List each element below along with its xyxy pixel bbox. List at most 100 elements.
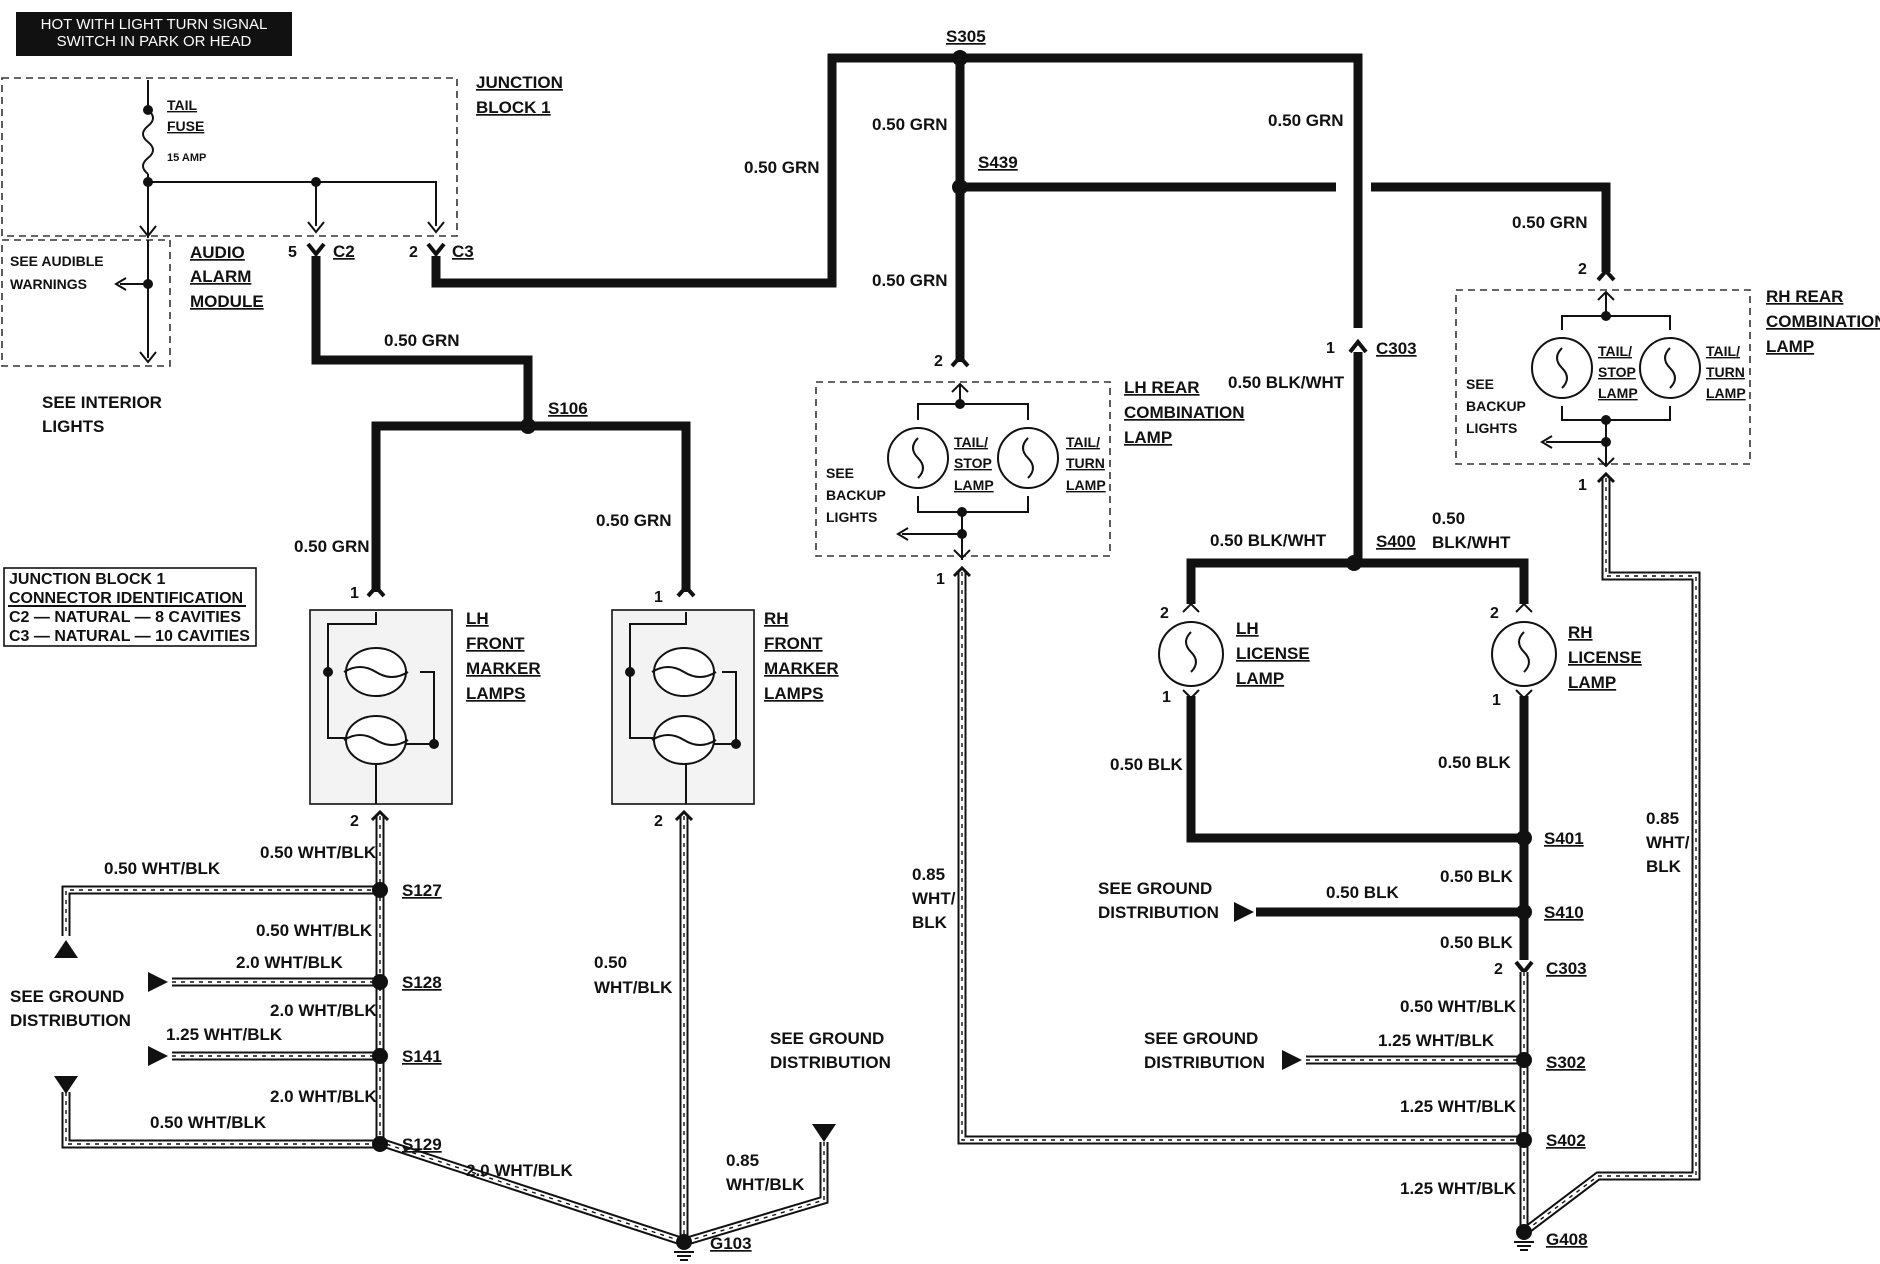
- rh-rear-stop-label-3: LAMP: [1598, 385, 1638, 401]
- lh-rear-pin-1: 1: [936, 571, 945, 588]
- fuse-label-1: TAIL: [167, 97, 198, 113]
- wire-label-lh-rear-085: 0.85: [912, 865, 945, 884]
- c3-pin: 2: [409, 244, 418, 261]
- rh-rear-backup-label-2: BACKUP: [1466, 398, 1526, 414]
- wire-label-lh-license-blk: 0.50 BLK: [1110, 755, 1183, 774]
- s402-label: S402: [1546, 1131, 1586, 1150]
- audio-alarm-label-2: ALARM: [190, 267, 251, 286]
- rh-license-label-3: LAMP: [1568, 673, 1616, 692]
- lh-license-filament: [1185, 631, 1197, 673]
- audible-label-2: WARNINGS: [10, 276, 87, 292]
- arrow-c3: [427, 221, 445, 234]
- rh-rear-backup-arrow: [1540, 435, 1553, 449]
- c3-label: C3: [452, 242, 474, 261]
- wire-label-s129-ground-whtblk: 2.0 WHT/BLK: [466, 1161, 573, 1180]
- lh-front-label-4: LAMPS: [466, 684, 526, 703]
- rh-rear-turn-label-1: TAIL/: [1706, 343, 1740, 359]
- rh-front-ground: [679, 816, 836, 1247]
- wire-label-lh-rear-wht: WHT/: [912, 889, 956, 908]
- wire-label-lh-rear-grn: 0.50 GRN: [872, 271, 948, 290]
- branch-wires: [61, 885, 380, 1149]
- s400-label: S400: [1376, 532, 1416, 551]
- s141-node: [372, 1048, 388, 1064]
- bus-node: [311, 177, 321, 187]
- grn-circuit: [311, 50, 1616, 598]
- ground-distribution-refs: SEE GROUND DISTRIBUTION SEE GROUND DISTR…: [10, 879, 1265, 1072]
- s129-label: S129: [402, 1135, 442, 1154]
- rh-front-label-3: MARKER: [764, 659, 839, 678]
- wire-label-s127-down-whtblk: 0.50 WHT/BLK: [256, 921, 373, 940]
- s129-node: [372, 1136, 388, 1152]
- wire-label-lh-license-blkwht: 0.50 BLK/WHT: [1210, 531, 1327, 550]
- lh-rear-backup-label-3: LIGHTS: [826, 509, 877, 525]
- arrow-audible: [139, 225, 157, 238]
- fuse-symbol: [142, 109, 154, 175]
- rh-license-pin1-arrow: [1515, 689, 1533, 700]
- rh-rear-pin1-conn: [1596, 471, 1616, 484]
- lh-rear-pin2-conn: [950, 353, 970, 368]
- wire-label-rh-front-whtblk: WHT/BLK: [594, 978, 673, 997]
- s129-branch-dash: [65, 1092, 380, 1145]
- wire-label-lh-front-grn: 0.50 GRN: [294, 537, 370, 556]
- ground-ref-left-2: DISTRIBUTION: [10, 1011, 131, 1030]
- lh-front-label-1: LH: [466, 609, 489, 628]
- connector-id-line-4: C3 — NATURAL — 10 CAVITIES: [9, 628, 250, 645]
- lh-rear-turn-label-1: TAIL/: [1066, 434, 1100, 450]
- wire-label-rh-rear-blk: BLK: [1646, 857, 1682, 876]
- c3-connector: [426, 242, 446, 258]
- s127-label: S127: [402, 881, 442, 900]
- lh-rear-label-1: LH REAR: [1124, 378, 1200, 397]
- wire-lh-rear-ground-dash: [961, 572, 1524, 1141]
- c303-top-label: C303: [1376, 339, 1417, 358]
- connector-id-box: JUNCTION BLOCK 1 CONNECTOR IDENTIFICATIO…: [3, 567, 257, 647]
- lh-license-label-1: LH: [1236, 619, 1259, 638]
- wire-label-s302-whtblk: 1.25 WHT/BLK: [1378, 1031, 1495, 1050]
- wire-label-s402-whtblk: 1.25 WHT/BLK: [1400, 1097, 1517, 1116]
- lh-rear-label-3: LAMP: [1124, 428, 1172, 447]
- wire-rh-rear-ground-outer: [1521, 478, 1701, 1236]
- rh-license-filament: [1518, 631, 1530, 673]
- ground-ref-left-1: SEE GROUND: [10, 987, 124, 1006]
- rh-rear-backup-label-3: LIGHTS: [1466, 420, 1517, 436]
- rh-rear-label-3: LAMP: [1766, 337, 1814, 356]
- rh-rear-pin2-conn: [1596, 267, 1616, 282]
- rh-license-pin-2: 2: [1490, 605, 1499, 622]
- banner-line-1: HOT WITH LIGHT TURN SIGNAL: [41, 16, 268, 33]
- connector-id-outline: [3, 567, 257, 647]
- lh-rear-turn-label-2: TURN: [1066, 455, 1105, 471]
- lh-rear-backup-label-2: BACKUP: [826, 487, 886, 503]
- s127-branch-dash: [65, 889, 380, 936]
- internal-bus: [148, 181, 437, 226]
- interior-lights-label-1: SEE INTERIOR: [42, 393, 162, 412]
- lh-rear-feed-node: [955, 399, 965, 409]
- connector-id-line-1: JUNCTION BLOCK 1: [9, 571, 166, 588]
- rh-license-label-1: RH: [1568, 623, 1593, 642]
- lh-front-pin-1: 1: [350, 585, 359, 602]
- s401-node: [1516, 830, 1532, 846]
- lh-rear-stop-label-3: LAMP: [954, 477, 994, 493]
- rh-front-filament-2: [651, 734, 717, 746]
- junction-block-outline: [1, 77, 458, 237]
- g408-label: G408: [1546, 1230, 1588, 1249]
- connector-id-line-3: C2 — NATURAL — 8 CAVITIES: [9, 609, 241, 626]
- wire-rh-rear-ground-inner: [1522, 478, 1699, 1234]
- rh-front-pin-2: 2: [654, 813, 663, 830]
- wire-label-s410-down-blk: 0.50 BLK: [1440, 933, 1513, 952]
- audio-alarm-label-3: MODULE: [190, 292, 264, 311]
- lh-rear-return: [917, 496, 1029, 513]
- s439-label: S439: [978, 153, 1018, 172]
- rh-front-pin2-conn: [674, 809, 694, 822]
- c303-bottom-label: C303: [1546, 959, 1587, 978]
- ground-ref-s410-2: DISTRIBUTION: [1098, 903, 1219, 922]
- wire-label-lh-front-whtblk: 0.50 WHT/BLK: [260, 843, 377, 862]
- s410-ground-arrow: [1234, 902, 1254, 922]
- ground-ref-s302-2: DISTRIBUTION: [1144, 1053, 1265, 1072]
- wire-label-lh-rear-blk: BLK: [912, 913, 948, 932]
- rh-rear-out-arrow: [1597, 457, 1615, 468]
- lh-front-pin1-conn: [366, 583, 386, 598]
- audible-label-1: SEE AUDIBLE: [10, 253, 104, 269]
- ground-ref-s302-1: SEE GROUND: [1144, 1029, 1258, 1048]
- rh-rear-filament-stop: [1556, 347, 1568, 389]
- splice-labels: S305 S439 S106 C303 S400 S401 S410 C303 …: [402, 27, 1588, 1253]
- s302-label: S302: [1546, 1053, 1586, 1072]
